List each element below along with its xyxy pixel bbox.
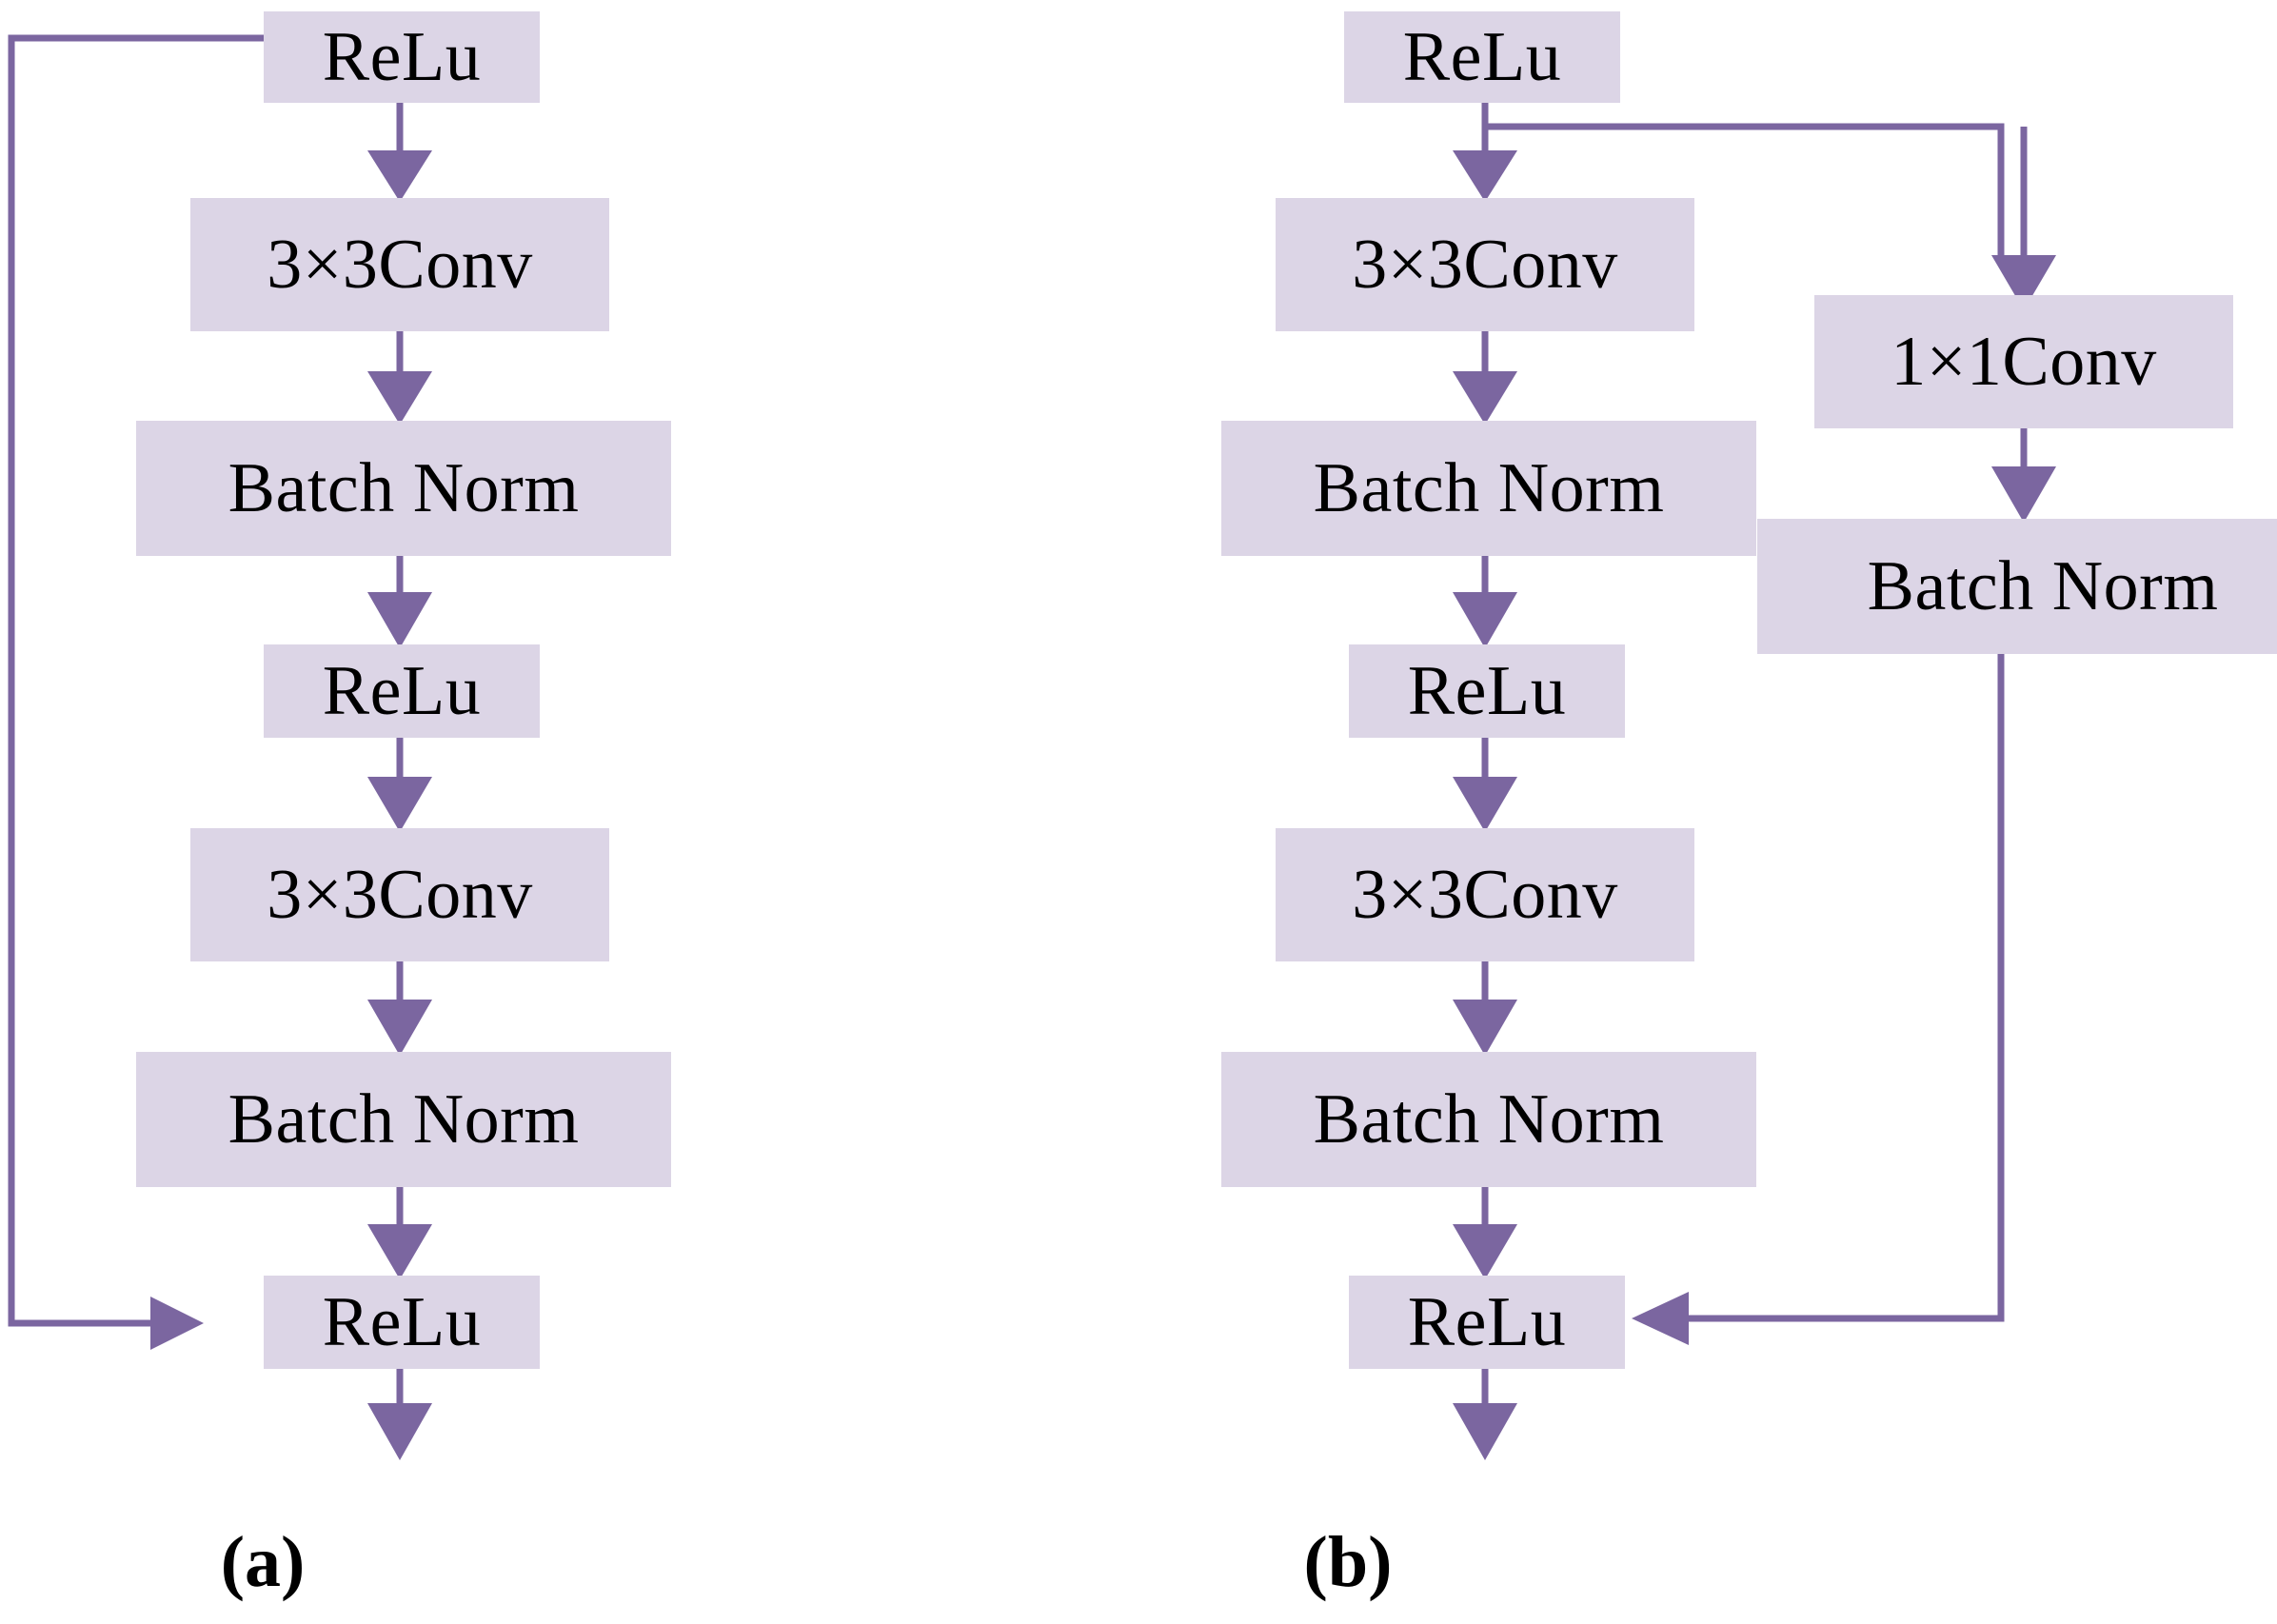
node-a-batchnorm-1[interactable]: Batch Norm [136, 421, 671, 556]
node-a-conv-1[interactable]: 3×3Conv [190, 198, 609, 331]
edge-b-e3 [1453, 556, 1517, 648]
node-a-conv-2[interactable]: 3×3Conv [190, 828, 609, 961]
panel-caption-b: (b) [1303, 1522, 1393, 1602]
node-a-relu-1[interactable]: ReLu [264, 11, 540, 103]
edge-a-e7 [367, 1369, 432, 1460]
edge-a-e6 [367, 1187, 432, 1279]
node-b-batchnorm-skip[interactable]: Batch Norm [1757, 519, 2277, 654]
edge-a-e2 [367, 331, 432, 425]
edge-b-e1 [1453, 103, 1517, 202]
node-b-conv-1x1[interactable]: 1×1Conv [1814, 295, 2233, 428]
edge-a-e4 [367, 738, 432, 832]
node-b-conv-2[interactable]: 3×3Conv [1276, 828, 1694, 961]
node-b-relu-1[interactable]: ReLu [1344, 11, 1620, 103]
edge-a-e3 [367, 556, 432, 648]
edge-b-e2 [1453, 331, 1517, 425]
edge-a-e1 [367, 103, 432, 202]
node-a-batchnorm-2[interactable]: Batch Norm [136, 1052, 671, 1187]
edge-b-e4 [1453, 738, 1517, 832]
edge-b-e8 [1991, 428, 2056, 523]
node-b-batchnorm-1[interactable]: Batch Norm [1221, 421, 1756, 556]
node-a-relu-3[interactable]: ReLu [264, 1276, 540, 1369]
edge-b-e7 [1453, 1369, 1517, 1460]
edge-a-e5 [367, 961, 432, 1056]
panel-caption-a: (a) [220, 1522, 306, 1602]
edge-b-e6 [1453, 1187, 1517, 1279]
edge-b-e5 [1453, 961, 1517, 1056]
node-b-batchnorm-2[interactable]: Batch Norm [1221, 1052, 1756, 1187]
node-b-relu-3[interactable]: ReLu [1349, 1276, 1625, 1369]
node-b-conv-1[interactable]: 3×3Conv [1276, 198, 1694, 331]
edge-b-merge [1632, 654, 2005, 1345]
node-b-relu-2[interactable]: ReLu [1349, 644, 1625, 738]
node-a-relu-2[interactable]: ReLu [264, 644, 540, 738]
